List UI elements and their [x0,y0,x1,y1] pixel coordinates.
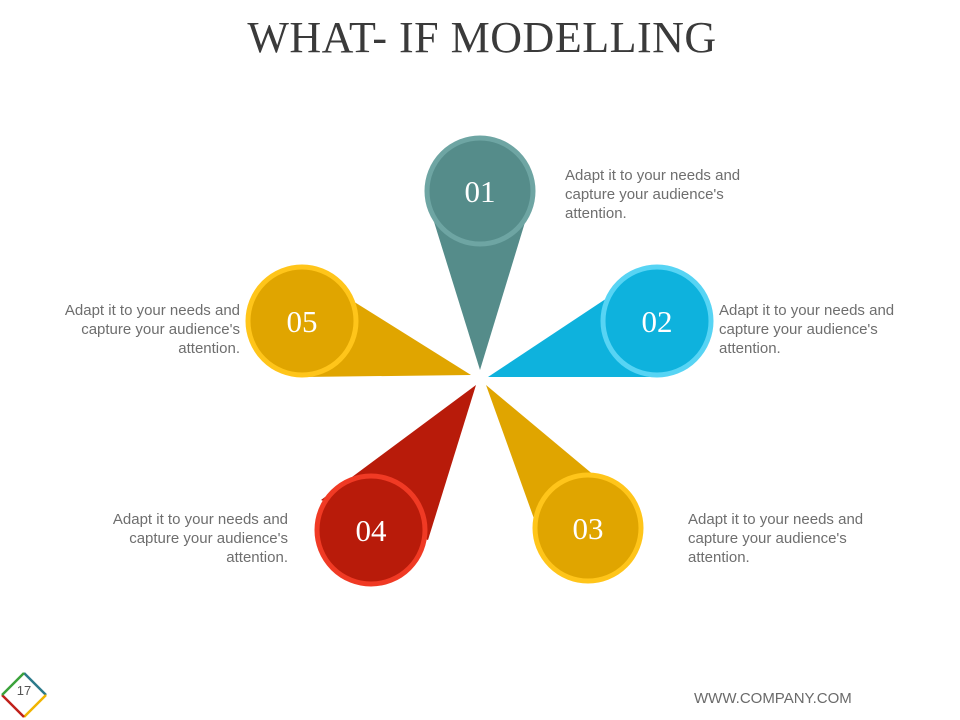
petal-01-circle [424,135,536,247]
badge-edge-2 [23,694,47,718]
petal-05-number: 05 [287,304,318,339]
step-03-description: Adapt it to your needs and capture your … [688,511,864,566]
petal-03-circle [532,472,644,584]
petal-02-circle [600,264,714,378]
petal-04: 04 [314,385,476,587]
petal-01: 01 [424,135,536,370]
step-04-description: Adapt it to your needs and capture your … [112,511,288,566]
step-02-description: Adapt it to your needs and capture your … [719,302,895,357]
petal-03: 03 [486,385,644,584]
petal-04-number: 04 [356,513,388,548]
step-05-description: Adapt it to your needs and capture your … [64,302,240,357]
page-number: 17 [16,683,32,698]
badge-edge-1 [23,672,47,696]
petal-05: 05 [245,264,471,378]
petal-02-number: 02 [642,304,673,339]
slide-title: WHAT- IF MODELLING [247,13,717,62]
petal-03-number: 03 [573,511,604,546]
petal-02: 02 [488,264,714,378]
step-01-description: Adapt it to your needs and capture your … [565,167,741,222]
badge-edge-4 [1,672,25,696]
footer-url: WWW.COMPANY.COM [694,690,852,707]
badge-edge-3 [1,694,25,718]
petal-05-circle [245,264,359,378]
petal-01-number: 01 [465,174,496,209]
petal-04-circle [314,473,428,587]
page-badge [1,672,47,718]
